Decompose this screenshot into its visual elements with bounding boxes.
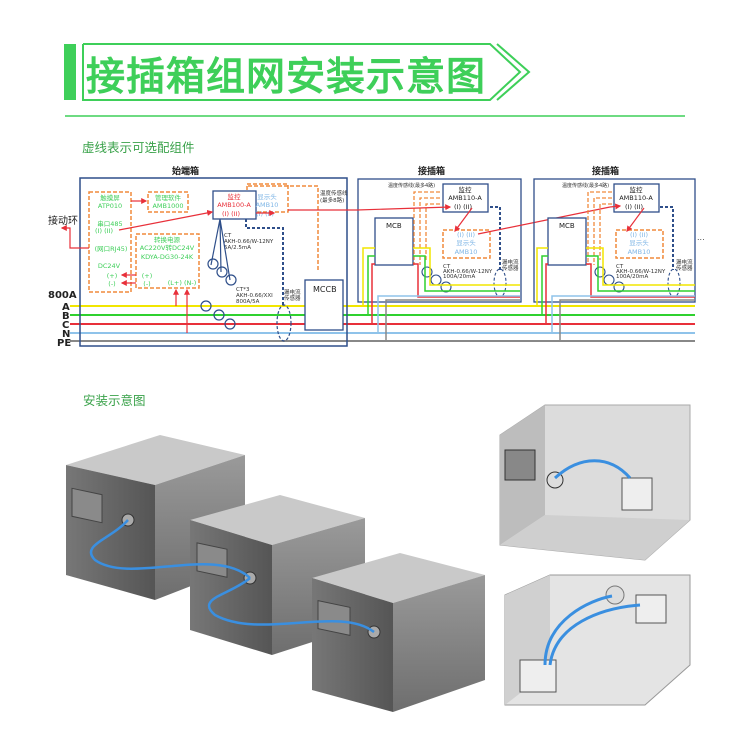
diagram-label: (I) (II) xyxy=(625,203,643,211)
diagram-label: (-) xyxy=(143,280,150,288)
diagram-label: 5A/2.5mA xyxy=(224,245,251,251)
diagram-label: 接插箱 xyxy=(592,165,619,177)
bus-label-c: C xyxy=(62,320,69,331)
bus-label-n: N xyxy=(62,329,70,340)
diagram-label: 监控 xyxy=(630,185,644,194)
diagram-label: MCB xyxy=(386,222,402,230)
diagram-label: DC24V xyxy=(98,262,121,270)
diagram-label: 100A/20mA xyxy=(443,274,475,280)
diagram-label: (最多8路) xyxy=(320,196,344,204)
diagram-label: 监控 xyxy=(459,185,473,194)
cabinet-3 xyxy=(312,553,485,712)
diagram-label: 传感器 xyxy=(676,264,693,272)
current-label: 800A xyxy=(48,290,77,301)
diagram-label: AMB1000 xyxy=(152,202,183,210)
cables xyxy=(89,519,375,633)
wiring-diagram: 800A A B C N PE 接动环 始端箱 触摸屏 ATP010 管理软 xyxy=(48,165,705,349)
diagram-label: (L+) (N-) xyxy=(168,279,197,287)
title-frame xyxy=(65,43,685,117)
diagram-label: CT xyxy=(616,264,624,270)
diagram-label: AMB100-A xyxy=(217,201,251,209)
diagram-label: (I) (II) xyxy=(630,231,648,239)
diagram-label: (I) (II) xyxy=(454,203,472,211)
diagram-label: AKH-0.66/W-12NY xyxy=(616,269,666,275)
cabinet-1 xyxy=(66,435,245,600)
bus-label-a: A xyxy=(62,302,70,313)
diagram-label: AMB10 xyxy=(455,248,478,256)
diagram-label: AMB10 xyxy=(628,248,651,256)
diagram-label: (-) xyxy=(108,280,115,288)
diagram-label: AKH-0.66/W-12NY xyxy=(443,269,493,275)
diagram-label: 转换电源 xyxy=(154,235,181,244)
diagram-label: CT*3 xyxy=(236,287,250,293)
page-title: 接插箱组网安装示意图 xyxy=(86,55,487,100)
wiring-caption: 虚线表示可选配组件 xyxy=(82,140,195,155)
diagram-label: 传感器 xyxy=(502,264,519,272)
diagram-label: AMB110-A xyxy=(619,194,653,202)
diagram-label: 显示头 xyxy=(629,238,649,247)
title-accent-bar xyxy=(64,44,76,100)
diagram-label: 温度传感线 xyxy=(320,189,348,197)
diagram-label: (I) (II) xyxy=(457,231,475,239)
diagram-label: 温度传感线(最多4路) xyxy=(388,182,435,189)
diagram-label: 传感器 xyxy=(284,294,301,302)
diagram-label: MCCB xyxy=(313,285,337,294)
diagram-label: AC220V转DC24V xyxy=(140,243,195,252)
diagram-label: AKH-0.66/XXI xyxy=(236,293,273,299)
diagram-label: 接插箱 xyxy=(418,165,445,177)
diagram-label: (网口RJ45) xyxy=(95,245,128,253)
diagram-label: 监控 xyxy=(228,192,242,201)
diagram-label: 管理软件 xyxy=(155,193,182,202)
diagram-label: 显示头 xyxy=(257,192,277,201)
box-detail-2 xyxy=(504,574,691,706)
diagram-label: AKH-0.66/W-12NY xyxy=(224,239,274,245)
diagram-label: KDYA-DG30-24K xyxy=(141,253,194,261)
diagram-label: CT xyxy=(224,233,232,239)
diagram-label: CT xyxy=(443,264,451,270)
diagram-label: 漏电流 xyxy=(284,288,301,296)
diagram-label: 始端箱 xyxy=(172,165,199,177)
diagram-label: 温度传感线(最多4路) xyxy=(562,182,609,189)
diagram-label: 漏电流 xyxy=(502,258,519,266)
diagram-label: (+) xyxy=(107,272,118,280)
diagram-label: ATP010 xyxy=(98,202,122,210)
diagram-label: 显示头 xyxy=(456,238,476,247)
diagram-label: AMB110-A xyxy=(448,194,482,202)
diagram-label: 触摸屏 xyxy=(100,193,120,202)
diagram-label: 串口485 xyxy=(97,220,122,228)
more-ellipsis: ... xyxy=(697,233,705,242)
diagram-label: 800A/5A xyxy=(236,299,260,305)
diagram-label: (I) (II) xyxy=(222,210,240,218)
diagram-label: 漏电流 xyxy=(676,258,693,266)
diagram-label: (I) (II) xyxy=(256,210,274,218)
bus-label-pe: PE xyxy=(57,338,71,349)
diagram-label: AMB10 xyxy=(256,201,279,209)
bus-lines xyxy=(70,305,695,342)
diagram-label: 100A/20mA xyxy=(616,274,648,280)
external-label: 接动环 xyxy=(48,214,78,227)
install-caption: 安装示意图 xyxy=(83,393,146,408)
bus-label-b: B xyxy=(62,311,70,322)
box-detail-1 xyxy=(499,404,691,561)
diagram-label: MCB xyxy=(559,222,575,230)
diagram-label: (I) (II) xyxy=(95,227,113,235)
head-box: 始端箱 触摸屏 ATP010 管理软件 AMB1000 串口485 (I) (I… xyxy=(60,165,357,347)
diagram-label: (+) xyxy=(142,272,153,280)
